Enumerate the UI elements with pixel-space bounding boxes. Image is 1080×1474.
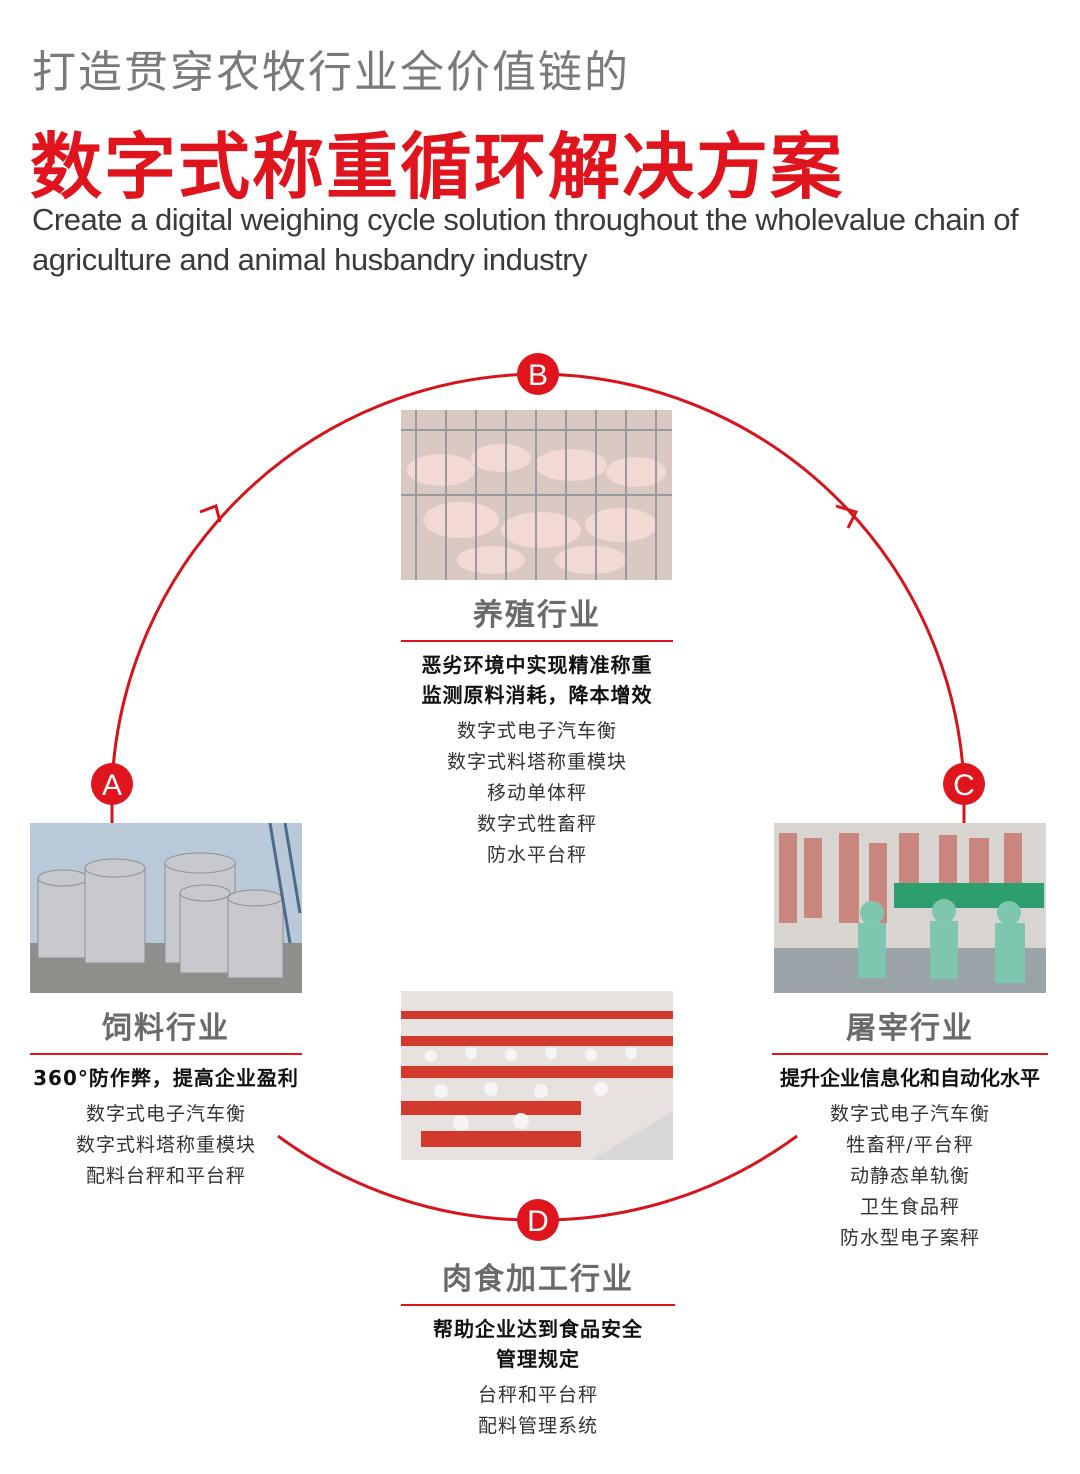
product-list: 台秤和平台秤 配料管理系统 [401,1380,675,1442]
industry-feed: 饲料行业 360°防作弊，提高企业盈利 数字式电子汽车衡 数字式料塔称重模块 配… [30,1003,302,1192]
svg-text:B: B [528,359,548,392]
list-item: 配料管理系统 [477,1415,598,1437]
list-item: 数字式料塔称重模块 [446,751,627,773]
list-item: 移动单体秤 [486,782,587,804]
cycle-arc-d-a [277,1134,539,1222]
cycle-arc-c-d [537,1134,798,1222]
list-item: 配料台秤和平台秤 [85,1165,246,1187]
list-item: 牲畜秤/平台秤 [846,1134,974,1156]
industry-breeding: 养殖行业 恶劣环境中实现精准称重 监测原料消耗，降本增效 数字式电子汽车衡 数字… [401,590,673,871]
slaughter-photo [774,823,1046,993]
list-item: 数字式料塔称重模块 [75,1134,256,1156]
list-item: 台秤和平台秤 [477,1384,598,1406]
industry-slogan: 帮助企业达到食品安全 管理规定 [433,1317,643,1371]
list-item: 数字式电子汽车衡 [829,1103,990,1125]
english-title: Create a digital weighing cycle solution… [32,202,1019,277]
svg-text:C: C [953,769,975,802]
badge-c: C [943,763,985,805]
industry-meat-processing: 肉食加工行业 帮助企业达到食品安全 管理规定 台秤和平台秤 配料管理系统 [401,1254,675,1442]
arrow-icon [835,504,859,529]
cycle-arc-b-c [537,372,966,785]
industry-slogan: 360°防作弊，提高企业盈利 [33,1066,299,1090]
list-item: 数字式电子汽车衡 [456,720,617,742]
product-list: 数字式电子汽车衡 数字式料塔称重模块 移动单体秤 数字式牲畜秤 防水平台秤 [401,716,673,871]
industry-title: 屠宰行业 [772,1003,1048,1055]
svg-text:A: A [102,769,122,802]
svg-text:D: D [527,1205,549,1238]
breeding-photo [401,410,672,580]
list-item: 防水型电子案秤 [839,1227,980,1249]
feed-photo [30,823,302,993]
badge-d: D [517,1199,559,1241]
badge-b: B [517,353,559,395]
product-list: 数字式电子汽车衡 牲畜秤/平台秤 动静态单轨衡 卫生食品秤 防水型电子案秤 [772,1099,1048,1254]
industry-title: 肉食加工行业 [401,1254,675,1306]
product-list: 数字式电子汽车衡 数字式料塔称重模块 配料台秤和平台秤 [30,1099,302,1192]
industry-title: 养殖行业 [401,590,673,642]
industry-slogan: 提升企业信息化和自动化水平 [780,1066,1040,1090]
page-subtitle: 打造贯穿农牧行业全价值链的 [32,47,630,98]
list-item: 动静态单轨衡 [849,1165,970,1187]
industry-slogan: 恶劣环境中实现精准称重 监测原料消耗，降本增效 [421,653,653,707]
list-item: 防水平台秤 [486,844,587,866]
badge-a: A [91,763,133,805]
cycle-arc-a-b [110,372,539,785]
list-item: 数字式牲畜秤 [476,813,597,835]
list-item: 数字式电子汽车衡 [85,1103,246,1125]
meat-processing-photo [401,991,673,1160]
page-title: 数字式称重循环解决方案 [30,125,845,209]
industry-slaughter: 屠宰行业 提升企业信息化和自动化水平 数字式电子汽车衡 牲畜秤/平台秤 动静态单… [772,1003,1048,1254]
arrow-icon [199,504,222,523]
list-item: 卫生食品秤 [859,1196,960,1218]
industry-title: 饲料行业 [30,1003,302,1055]
